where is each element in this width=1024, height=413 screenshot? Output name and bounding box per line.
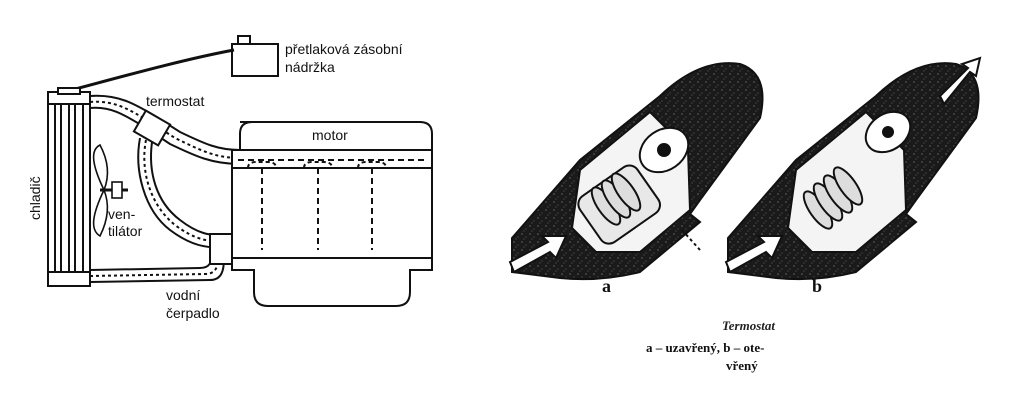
bypass-hose xyxy=(143,139,219,242)
thermostat-caption-line1: a – uzavřený, b – ote- xyxy=(646,340,764,355)
water-pump-label-line1: vodní xyxy=(166,287,200,303)
thermostat-housing xyxy=(132,109,172,147)
fan xyxy=(92,143,128,238)
radiator xyxy=(47,87,91,287)
thermostat-a-illustration xyxy=(508,62,764,281)
cooling-system-diagram xyxy=(47,35,433,307)
thermostat-a-label: a xyxy=(602,276,611,296)
motor-label: motor xyxy=(312,127,348,143)
radiator-label: chladič xyxy=(27,176,43,220)
thermostat-label: termostat xyxy=(146,93,204,109)
engine-block xyxy=(231,121,433,307)
lower-hose xyxy=(89,257,219,277)
thermostat-caption-title: Termostat xyxy=(722,318,775,333)
thermostat-b-label: b xyxy=(812,276,822,296)
thermostat-caption-line2: vřený xyxy=(726,358,758,373)
water-pump xyxy=(209,233,233,265)
expansion-tank xyxy=(231,35,279,77)
thermostat-b-illustration xyxy=(724,56,982,281)
tank-hose xyxy=(63,48,235,94)
water-pump-label-line2: čerpadlo xyxy=(166,305,220,321)
expansion-tank-label-line2: nádržka xyxy=(285,59,335,75)
fan-label-line2: tilátor xyxy=(108,223,143,239)
fan-label-line1: ven- xyxy=(108,206,136,222)
expansion-tank-label-line1: přetlaková zásobní xyxy=(285,41,403,57)
